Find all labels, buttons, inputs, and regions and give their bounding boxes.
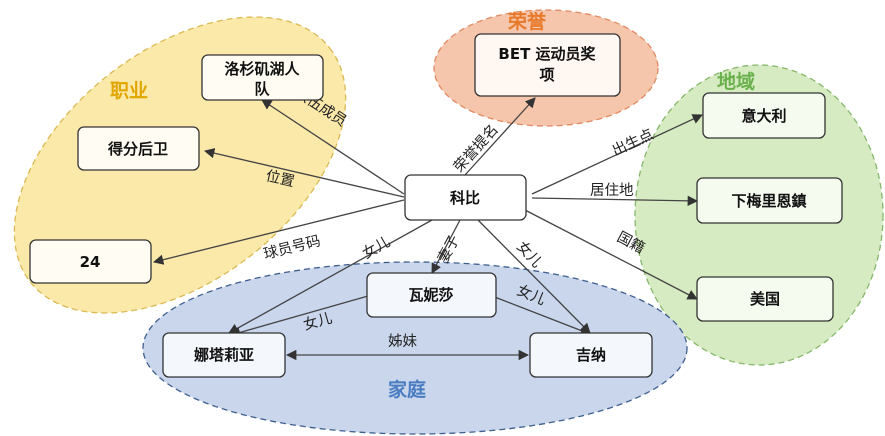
node-vanessa-label: 瓦妮莎 [408, 286, 453, 304]
node-italy-label: 意大利 [741, 107, 786, 125]
edge-honor [464, 97, 536, 176]
edge-birth [531, 114, 703, 195]
edge-jersey [152, 199, 405, 265]
edge-position [203, 148, 405, 198]
node-gianna[interactable]: 吉纳 [529, 332, 653, 378]
label-nominated: 荣誉提名 [450, 121, 501, 175]
edge-vanessa-natalia [229, 295, 369, 338]
node-jersey-label: 24 [80, 253, 101, 271]
node-kobe-label: 科比 [450, 189, 480, 207]
edge-team [261, 99, 405, 195]
career-group-label: 职业 [110, 80, 148, 102]
node-vanessa[interactable]: 瓦妮莎 [366, 272, 497, 318]
edge-vanessa-gianna [491, 295, 591, 336]
node-natalia-label: 娜塔莉亚 [194, 346, 254, 364]
node-usa[interactable]: 美国 [696, 276, 834, 322]
region-group-label: 地域 [717, 70, 755, 93]
label-daughter-gianna: 女儿 [513, 237, 546, 270]
node-kobe[interactable]: 科比 [404, 174, 527, 221]
label-sisters: 姊妹 [388, 333, 417, 350]
edge-nationality [524, 209, 698, 300]
node-italy[interactable]: 意大利 [702, 92, 826, 139]
node-merion[interactable]: 下梅里恩鎮 [696, 177, 843, 224]
label-residence: 居住地 [590, 182, 634, 199]
label-wife: 妻子 [435, 232, 464, 266]
node-gianna-label: 吉纳 [576, 346, 606, 364]
label-position: 位置 [264, 167, 296, 190]
node-shooting-guard[interactable]: 得分后卫 [77, 126, 200, 171]
node-lakers-label-line1: 洛杉矶湖人 [224, 60, 300, 78]
node-jersey[interactable]: 24 [29, 239, 152, 284]
node-merion-label: 下梅里恩鎮 [731, 192, 806, 210]
edge-daughter-natalia [228, 219, 433, 334]
node-usa-label: 美国 [750, 290, 780, 308]
node-lakers[interactable]: 洛杉矶湖人 队 [201, 54, 324, 101]
node-award-label-line1: BET 运动员奖 [498, 45, 596, 63]
edge-residence [531, 195, 699, 207]
node-award-label-line2: 项 [539, 66, 554, 84]
edge-wife [431, 219, 461, 274]
edge-daughter-gianna [477, 219, 591, 334]
family-group-label: 家庭 [388, 378, 426, 401]
node-award[interactable]: BET 运动员奖 项 [474, 33, 621, 97]
node-natalia[interactable]: 娜塔莉亚 [162, 332, 286, 378]
node-lakers-label-line2: 队 [254, 80, 270, 98]
node-shooting-guard-label: 得分后卫 [107, 140, 168, 158]
edges [152, 97, 703, 361]
honor-group-label: 荣誉 [507, 10, 547, 33]
